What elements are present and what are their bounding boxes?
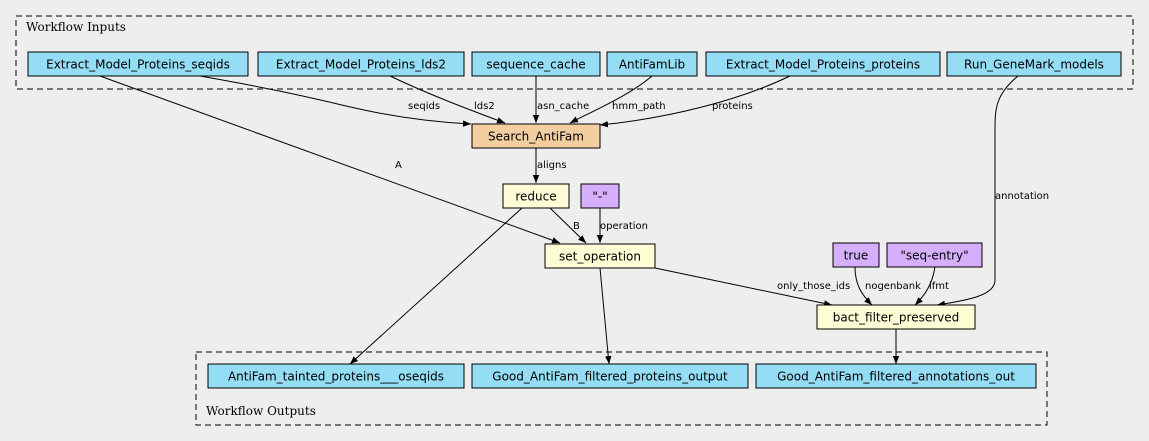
node-label: true	[844, 249, 869, 263]
edge-label-hmm-path: hmm_path	[612, 101, 666, 112]
node-search-antifam[interactable]: Search_AntiFam	[471, 123, 601, 149]
node-reduce[interactable]: reduce	[502, 183, 570, 209]
node-run-genemark-models[interactable]: Run_GeneMark_models	[946, 51, 1122, 77]
edge-label-lds2: lds2	[474, 101, 495, 112]
edge-label-ifmt: ifmt	[929, 281, 949, 292]
edge-label-seqids: seqids	[408, 101, 440, 112]
node-label: Good_AntiFam_filtered_proteins_output	[492, 370, 728, 384]
node-extract-model-proteins-proteins[interactable]: Extract_Model_Proteins_proteins	[705, 51, 941, 77]
edge-label-a: A	[395, 160, 402, 171]
node-label: AntiFamLib	[619, 58, 685, 72]
node-good-antifam-filtered-proteins-output[interactable]: Good_AntiFam_filtered_proteins_output	[471, 363, 749, 389]
edge-label-nogenbank: nogenbank	[865, 281, 921, 292]
cluster-workflow-outputs: Workflow Outputs	[195, 351, 1048, 426]
edge-label-only-those-ids: only_those_ids	[777, 281, 850, 292]
edge-label-proteins: proteins	[712, 101, 753, 112]
node-antifam-tainted-proteins-oseqids[interactable]: AntiFam_tainted_proteins___oseqids	[207, 363, 465, 389]
edge-good-proteins-out	[599, 267, 612, 365]
cluster-workflow-inputs: Workflow Inputs	[15, 15, 1134, 90]
edge-hmm-path	[569, 75, 653, 124]
node-label: sequence_cache	[486, 58, 585, 72]
edge-only-those-ids	[654, 267, 833, 307]
cluster-inputs-border	[15, 15, 1134, 90]
node-bact-filter-preserved[interactable]: bact_filter_preserved	[816, 304, 976, 330]
cluster-inputs-label: Workflow Inputs	[26, 20, 126, 34]
node-set-operation[interactable]: set_operation	[544, 243, 656, 269]
edge-ifmt	[914, 266, 936, 306]
node-label: Search_AntiFam	[488, 130, 584, 144]
node-label: AntiFam_tainted_proteins___oseqids	[228, 370, 444, 384]
node-label: Good_AntiFam_filtered_annotations_out	[777, 370, 1015, 384]
edge-label-annotation: annotation	[995, 191, 1049, 202]
node-sequence-cache[interactable]: sequence_cache	[471, 51, 601, 77]
edge-label-b: B	[573, 221, 580, 232]
node-seq-entry-constant[interactable]: "seq-entry"	[886, 242, 983, 268]
node-label: Run_GeneMark_models	[964, 58, 1104, 72]
node-dash-constant[interactable]: "-"	[580, 183, 620, 209]
node-extract-model-proteins-lds2[interactable]: Extract_Model_Proteins_lds2	[257, 51, 465, 77]
edge-label-operation: operation	[600, 221, 648, 232]
edge-lds2	[389, 75, 506, 124]
edge-b	[549, 207, 587, 244]
edge-seqids	[199, 75, 472, 127]
edge-label-asn-cache: asn_cache	[537, 101, 589, 112]
edge-a	[99, 75, 561, 244]
edge-tainted-out	[349, 207, 523, 365]
edge-label-aligns: aligns	[537, 160, 567, 171]
cluster-outputs-label: Workflow Outputs	[206, 404, 316, 418]
node-label: Extract_Model_Proteins_lds2	[276, 58, 446, 72]
edge-nogenbank	[854, 266, 873, 306]
edge-annotation	[936, 75, 1019, 307]
edges	[99, 75, 1019, 365]
node-label: "-"	[592, 190, 607, 204]
node-label: "seq-entry"	[900, 249, 968, 263]
node-extract-model-proteins-seqids[interactable]: Extract_Model_Proteins_seqids	[27, 51, 249, 77]
cluster-outputs-border	[195, 351, 1048, 426]
node-label: Extract_Model_Proteins_seqids	[46, 58, 230, 72]
node-antifamlib[interactable]: AntiFamLib	[606, 51, 698, 77]
node-label: bact_filter_preserved	[833, 311, 960, 325]
node-true-constant[interactable]: true	[832, 242, 880, 268]
node-label: set_operation	[559, 250, 641, 264]
edge-proteins	[599, 75, 791, 128]
edge-labels: seqids lds2 asn_cache hmm_path proteins …	[395, 101, 1049, 292]
node-label: reduce	[515, 190, 556, 204]
node-good-antifam-filtered-annotations-out[interactable]: Good_AntiFam_filtered_annotations_out	[755, 363, 1037, 389]
node-label: Extract_Model_Proteins_proteins	[726, 58, 920, 72]
